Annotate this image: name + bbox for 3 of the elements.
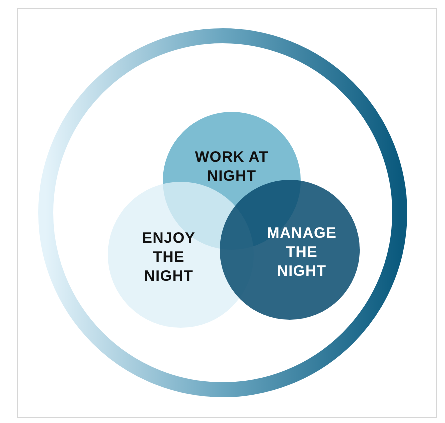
circle-label: WORK AT NIGHT <box>194 148 270 186</box>
circle-label: ENJOY THE NIGHT <box>141 228 197 286</box>
circle-label: MANAGE THE NIGHT <box>266 224 338 280</box>
